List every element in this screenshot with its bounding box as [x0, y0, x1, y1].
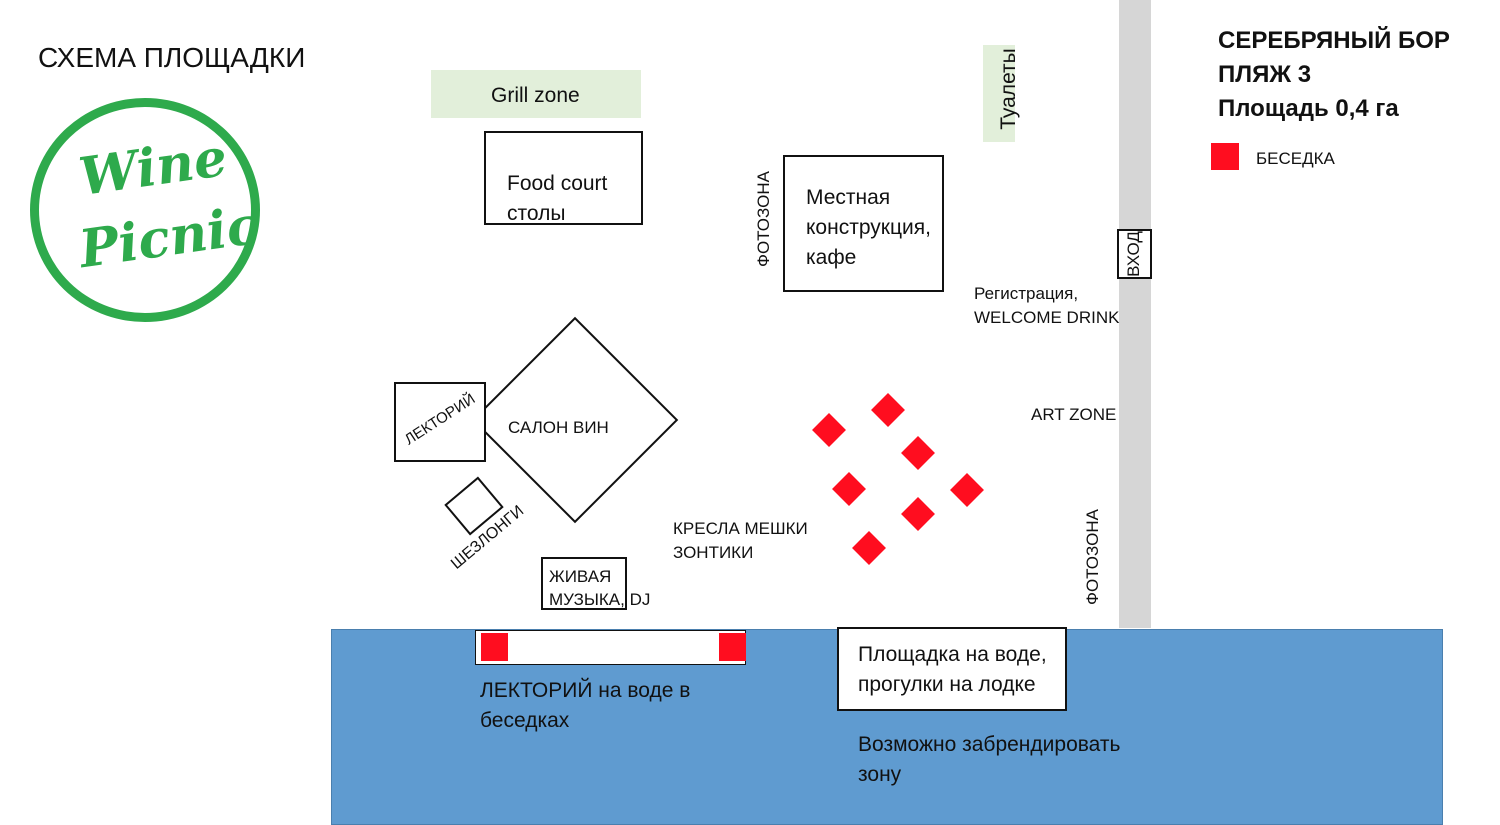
- toilets-label: Туалеты: [997, 48, 1020, 130]
- live-music-label: ЖИВАЯ МУЗЫКА, DJ: [549, 565, 650, 611]
- wine-salon-label: САЛОН ВИН: [508, 418, 609, 437]
- food-court: Food court столы: [484, 131, 643, 225]
- local-line-2: конструкция,: [806, 216, 931, 239]
- live-music-stage: [541, 557, 627, 610]
- registration-label: Регистрация, WELCOME DRINK: [974, 282, 1119, 330]
- registration-line-2: WELCOME DRINK: [974, 308, 1120, 327]
- registration-line-1: Регистрация,: [974, 284, 1079, 303]
- live-music-line-2: МУЗЫКА, DJ: [549, 590, 651, 609]
- location-header: СЕРЕБРЯНЫЙ БОР ПЛЯЖ 3 Площадь 0,4 га: [1218, 24, 1450, 126]
- food-court-line-1: Food court: [507, 172, 608, 195]
- water-platform-line-1: Площадка на воде,: [858, 643, 1047, 666]
- water-gazebo: [481, 633, 508, 661]
- branding-line-1: Возможно забрендировать: [858, 733, 1121, 756]
- food-court-label: Food court столы: [507, 169, 607, 229]
- legend-label: БЕСЕДКА: [1256, 149, 1335, 168]
- entrance: [1117, 229, 1152, 279]
- lecture-hall: [394, 382, 486, 462]
- branding-line-2: зону: [858, 763, 902, 786]
- water-platform-line-2: прогулки на лодке: [858, 673, 1036, 696]
- water-platform: [837, 627, 1067, 711]
- toilets-zone: [983, 45, 1015, 142]
- live-music-line-1: ЖИВАЯ: [549, 567, 612, 586]
- area-label: Площадь 0,4 га: [1218, 95, 1399, 122]
- red-square-icon: [1211, 143, 1239, 170]
- water-lecture-pier: [475, 630, 746, 665]
- gazebo: [901, 436, 935, 470]
- gazebo: [871, 393, 905, 427]
- local-line-1: Местная: [806, 186, 891, 209]
- photozone-label-top: ФОТОЗОНА: [754, 171, 773, 267]
- grill-zone: Grill zone: [431, 70, 641, 118]
- beanbags-line-1: КРЕСЛА МЕШКИ: [673, 519, 808, 538]
- water-gazebo: [719, 633, 746, 661]
- local-line-3: кафе: [806, 246, 857, 269]
- logo-line-2: Picnic: [75, 194, 263, 281]
- local-construction-label: Местная конструкция, кафе: [806, 183, 931, 273]
- wine-picnic-logo: Wine Picnic: [30, 98, 263, 322]
- entrance-label: ВХОД: [1124, 231, 1143, 277]
- page-title: СХЕМА ПЛОЩАДКИ: [38, 42, 306, 73]
- food-court-line-2: столы: [507, 202, 566, 225]
- water-lecture-line-1: ЛЕКТОРИЙ на воде в: [480, 679, 691, 702]
- gazebo: [950, 473, 984, 507]
- logo-line-1: Wine: [75, 126, 231, 209]
- water-lecture-label: ЛЕКТОРИЙ на воде в беседках: [480, 676, 690, 736]
- water-lecture-line-2: беседках: [480, 709, 570, 732]
- gazebo: [852, 531, 886, 565]
- location-line-2: ПЛЯЖ 3: [1218, 61, 1312, 88]
- local-construction-cafe: Местная конструкция, кафе: [783, 155, 944, 292]
- gazebo: [901, 497, 935, 531]
- beanbags-line-2: ЗОНТИКИ: [673, 543, 754, 562]
- photozone-label-bottom: ФОТОЗОНА: [1083, 509, 1102, 605]
- gazebo: [812, 413, 846, 447]
- road: [1119, 0, 1151, 628]
- gazebo: [832, 472, 866, 506]
- location-line-1: СЕРЕБРЯНЫЙ БОР: [1218, 27, 1450, 54]
- beanbags-label: КРЕСЛА МЕШКИ ЗОНТИКИ: [673, 517, 808, 565]
- art-zone-label: ART ZONE: [1031, 405, 1117, 424]
- branding-note: Возможно забрендировать зону: [858, 730, 1120, 790]
- water-platform-label: Площадка на воде, прогулки на лодке: [858, 640, 1047, 700]
- grill-zone-label: Grill zone: [491, 84, 580, 107]
